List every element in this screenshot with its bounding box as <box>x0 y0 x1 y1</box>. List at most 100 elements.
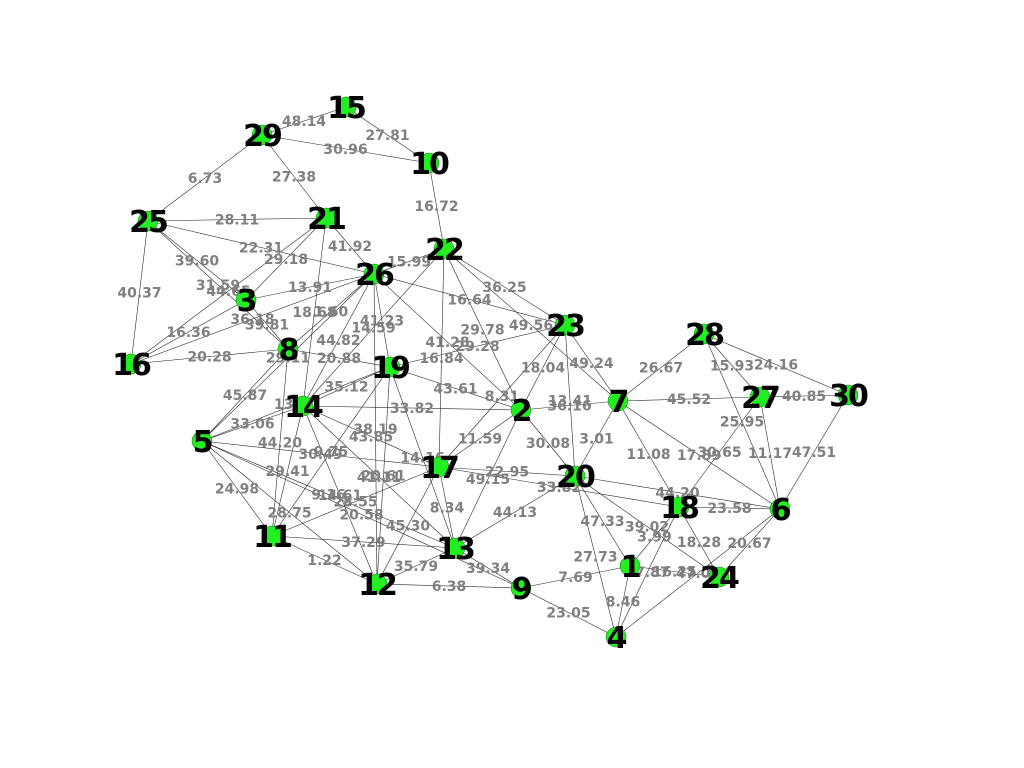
edge-weight-label: 30.65 <box>697 445 741 461</box>
node-label: 18 <box>660 491 699 526</box>
node-label: 3 <box>237 284 256 319</box>
edge-19-2 <box>389 366 522 411</box>
node-marker <box>251 124 273 146</box>
edge-26-2 <box>373 273 522 411</box>
edge-22-7 <box>443 248 619 402</box>
edge-weight-label: 27.81 <box>365 128 409 144</box>
graph-node-12: 12 <box>358 568 398 603</box>
edge-weight-label: 16.72 <box>414 199 458 215</box>
node-label: 21 <box>307 202 345 237</box>
graph-node-24: 24 <box>700 561 741 596</box>
node-marker <box>366 573 388 595</box>
node-marker <box>433 238 455 260</box>
edge-21-26 <box>325 217 375 275</box>
node-marker <box>510 577 532 599</box>
edge-25-21 <box>147 217 327 222</box>
edge-weight-label: 28.11 <box>215 213 259 229</box>
edge-11-13 <box>271 535 456 549</box>
edge-26-22 <box>373 248 445 275</box>
node-marker <box>235 289 257 311</box>
edge-weight-label: 44.20 <box>655 486 700 502</box>
node-marker <box>564 465 586 487</box>
edge-17-11 <box>271 466 440 537</box>
edge-weight-label: 16.84 <box>419 351 464 367</box>
edge-8-19 <box>287 348 391 368</box>
edge-13-9 <box>454 547 522 589</box>
node-label: 8 <box>279 333 299 368</box>
edge-weight-label: 20.88 <box>317 351 361 367</box>
edge-14-13 <box>302 405 456 549</box>
edge-weight-label: 23.58 <box>707 501 751 517</box>
edge-weight-label: 25.95 <box>720 415 764 431</box>
edge-weight-label: 16.64 <box>447 293 492 309</box>
node-label: 6 <box>771 493 791 528</box>
edge-weight-label: 41.23 <box>360 314 404 330</box>
edge-weight-label: 15.99 <box>387 255 431 271</box>
node-label: 29 <box>243 119 281 154</box>
edge-21-3 <box>245 217 327 301</box>
edge-weight-label: 45.52 <box>667 392 711 408</box>
edge-6-4 <box>615 508 781 638</box>
node-marker <box>261 525 283 547</box>
edge-26-23 <box>373 273 566 326</box>
edge-weight-label: 17.89 <box>677 448 721 464</box>
node-label: 23 <box>546 309 584 344</box>
graph-node-17: 17 <box>420 451 460 486</box>
edge-1-9 <box>520 565 631 589</box>
edge-weight-label: 44.20 <box>258 436 303 452</box>
node-marker <box>749 386 771 408</box>
graph-node-14: 14 <box>284 390 325 425</box>
edge-weight-label: 22.95 <box>485 465 529 481</box>
edge-weight-label: 33.82 <box>390 401 434 417</box>
node-label: 25 <box>129 205 167 240</box>
edge-weight-label: 30.08 <box>526 436 570 452</box>
edge-weight-label: 29.28 <box>455 339 499 355</box>
node-label: 22 <box>425 233 463 268</box>
edge-weight-label: 3.99 <box>637 530 672 546</box>
node-marker <box>191 430 213 452</box>
edge-26-12 <box>373 273 378 585</box>
edge-weight-label: 29.41 <box>265 464 309 480</box>
edge-3-26 <box>245 273 375 301</box>
edge-weight-label: 26.67 <box>639 361 683 377</box>
edge-weight-label: 48.14 <box>282 114 327 130</box>
edge-weight-label: 9.16 <box>311 488 346 504</box>
edge-23-2 <box>520 324 566 411</box>
node-marker <box>510 399 532 421</box>
edge-19-14 <box>302 366 391 407</box>
edge-7-6 <box>617 400 781 510</box>
edge-29-10 <box>261 134 430 164</box>
edge-weight-label: 8.31 <box>485 389 520 405</box>
graph-node-9: 9 <box>510 572 533 607</box>
edge-weight-label: 20.61 <box>361 469 405 485</box>
graph-node-30: 30 <box>829 379 870 414</box>
edge-17-12 <box>376 466 440 585</box>
edge-17-13 <box>438 466 456 549</box>
edge-weight-label: 8.34 <box>430 501 465 517</box>
node-marker <box>837 384 859 406</box>
edge-23-20 <box>564 324 576 477</box>
edge-12-13 <box>376 547 456 585</box>
edge-18-4 <box>615 506 680 638</box>
edge-25-26 <box>147 220 375 275</box>
edge-weight-label: 16.36 <box>166 325 210 341</box>
edge-weight-label: 41.11 <box>357 470 401 486</box>
node-label: 26 <box>355 258 394 293</box>
edge-12-9 <box>376 583 522 589</box>
edge-weight-label: 18.28 <box>677 535 721 551</box>
edge-weight-label: 20.58 <box>339 508 383 524</box>
edge-14-5 <box>201 405 304 442</box>
edge-weight-label: 7.69 <box>558 570 593 586</box>
graph-node-4: 4 <box>605 621 629 656</box>
edge-weight-label: 47.33 <box>580 514 624 530</box>
edge-7-20 <box>574 400 619 477</box>
edge-weight-label: 36.25 <box>482 280 526 296</box>
edge-weight-label: 40.37 <box>117 286 161 302</box>
edge-14-11 <box>271 405 304 537</box>
node-label: 12 <box>358 568 396 603</box>
graph-node-6: 6 <box>769 493 793 528</box>
edge-5-13 <box>201 440 456 549</box>
edge-20-13 <box>454 475 576 549</box>
node-label: 10 <box>410 147 449 182</box>
edge-26-19 <box>373 273 391 368</box>
